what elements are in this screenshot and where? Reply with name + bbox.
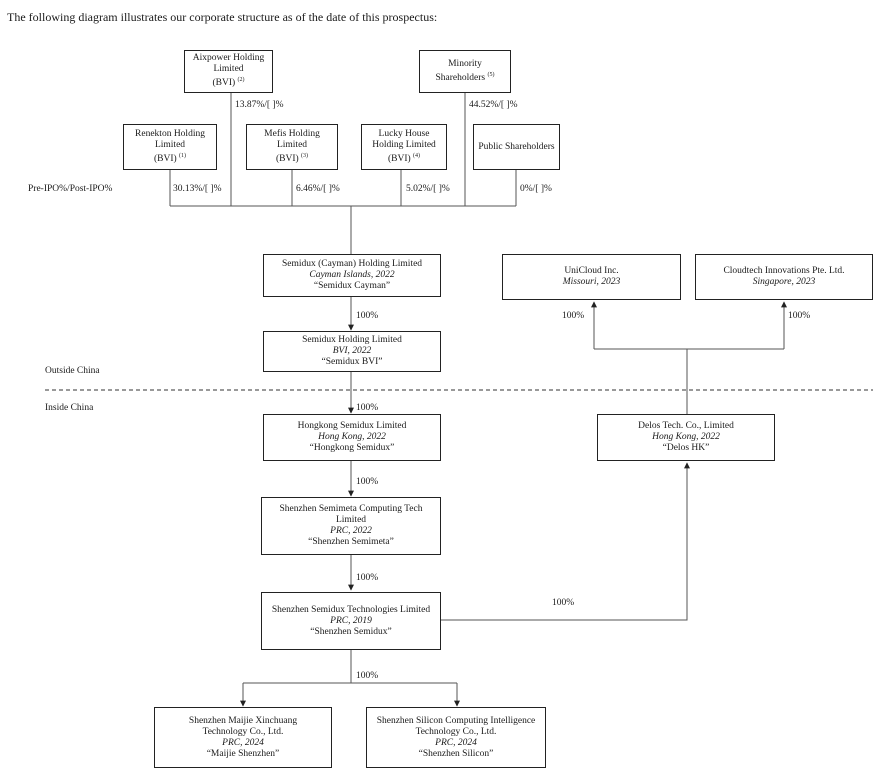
bvi-short: “Semidux BVI” xyxy=(321,357,383,367)
cayman-box: Semidux (Cayman) Holding Limited Cayman … xyxy=(263,254,441,297)
silicon-box: Shenzhen Silicon Computing Intelligence … xyxy=(366,707,546,768)
cayman-name: Semidux (Cayman) Holding Limited xyxy=(281,259,423,269)
silicon-place: PRC, 2024 xyxy=(435,737,477,748)
szsemidux-place: PRC, 2019 xyxy=(330,615,372,626)
pct-szsemidux-delos: 100% xyxy=(552,598,575,608)
hk-short: “Hongkong Semidux” xyxy=(309,443,395,453)
pct-public: 0%/[ ]% xyxy=(520,184,552,194)
maijie-place: PRC, 2024 xyxy=(222,737,264,748)
cloudtech-place: Singapore, 2023 xyxy=(752,277,816,287)
bvi-name: Semidux Holding Limited xyxy=(302,335,402,345)
delos-name: Delos Tech. Co., Limited xyxy=(638,421,734,431)
silicon-short: “Shenzhen Silicon” xyxy=(418,748,494,759)
cayman-short: “Semidux Cayman” xyxy=(313,281,391,291)
minority-note: (5) xyxy=(487,71,495,78)
pct-bvi-hk: 100% xyxy=(356,403,379,413)
lucky-jur: (BVI) xyxy=(387,154,411,165)
pct-minority: 44.52%/[ ]% xyxy=(469,100,518,110)
semimeta-short: “Shenzhen Semimeta” xyxy=(308,537,394,547)
pct-cayman-bvi: 100% xyxy=(356,311,379,321)
lucky-name: Lucky House Holding Limited xyxy=(372,128,436,150)
intro-text: The following diagram illustrates our co… xyxy=(7,10,438,24)
pct-semimeta-szsemidux: 100% xyxy=(356,573,379,583)
public-name: Public Shareholders xyxy=(478,141,555,152)
maijie-name: Shenzhen Maijie Xinchuang Technology Co.… xyxy=(188,715,298,737)
hk-box: Hongkong Semidux Limited Hong Kong, 2022… xyxy=(263,414,441,461)
pct-aixpower: 13.87%/[ ]% xyxy=(235,100,284,110)
pct-delos-cloudtech: 100% xyxy=(788,311,811,321)
cayman-place: Cayman Islands, 2022 xyxy=(309,270,395,280)
maijie-box: Shenzhen Maijie Xinchuang Technology Co.… xyxy=(154,707,332,768)
aixpower-box: Aixpower Holding Limited (BVI) (2) xyxy=(184,50,273,93)
pct-szsemidux-subs: 100% xyxy=(356,671,379,681)
minority-box: Minority Shareholders (5) xyxy=(419,50,511,93)
bvi-box: Semidux Holding Limited BVI, 2022 “Semid… xyxy=(263,331,441,372)
renekton-note: (1) xyxy=(179,152,187,159)
delos-place: Hong Kong, 2022 xyxy=(652,432,720,442)
renekton-box: Renekton Holding Limited (BVI) (1) xyxy=(123,124,217,170)
mefis-note: (3) xyxy=(301,152,309,159)
unicloud-name: UniCloud Inc. xyxy=(564,266,619,276)
aixpower-name: Aixpower Holding Limited xyxy=(192,53,265,75)
mefis-box: Mefis Holding Limited (BVI) (3) xyxy=(246,124,338,170)
inside-china-label: Inside China xyxy=(45,403,94,413)
hk-name: Hongkong Semidux Limited xyxy=(297,421,407,431)
unicloud-box: UniCloud Inc. Missouri, 2023 xyxy=(502,254,681,300)
public-box: Public Shareholders xyxy=(473,124,560,170)
pct-delos-unicloud: 100% xyxy=(562,311,585,321)
semimeta-name: Shenzhen Semimeta Computing Tech Limited xyxy=(279,504,423,525)
aixpower-jur: (BVI) xyxy=(212,78,236,89)
cloudtech-box: Cloudtech Innovations Pte. Ltd. Singapor… xyxy=(695,254,873,300)
szsemidux-box: Shenzhen Semidux Technologies Limited PR… xyxy=(261,592,441,650)
pct-mefis: 6.46%/[ ]% xyxy=(296,184,340,194)
pre-post-ipo-label: Pre-IPO%/Post-IPO% xyxy=(28,184,113,194)
renekton-name: Renekton Holding Limited xyxy=(135,128,205,150)
szsemidux-short: “Shenzhen Semidux” xyxy=(310,626,392,637)
bvi-place: BVI, 2022 xyxy=(332,346,372,356)
pct-renekton: 30.13%/[ ]% xyxy=(173,184,222,194)
pct-lucky: 5.02%/[ ]% xyxy=(406,184,450,194)
hk-place: Hong Kong, 2022 xyxy=(318,432,386,442)
silicon-name: Shenzhen Silicon Computing Intelligence … xyxy=(376,715,536,737)
semimeta-box: Shenzhen Semimeta Computing Tech Limited… xyxy=(261,497,441,555)
delos-short: “Delos HK” xyxy=(662,443,710,453)
aixpower-note: (2) xyxy=(237,77,245,84)
unicloud-place: Missouri, 2023 xyxy=(562,277,621,287)
minority-name: Minority Shareholders xyxy=(435,58,486,84)
cloudtech-name: Cloudtech Innovations Pte. Ltd. xyxy=(723,266,845,276)
outside-china-label: Outside China xyxy=(45,366,100,376)
delos-box: Delos Tech. Co., Limited Hong Kong, 2022… xyxy=(597,414,775,461)
lucky-note: (4) xyxy=(413,152,421,159)
mefis-jur: (BVI) xyxy=(275,154,299,165)
pct-hk-semimeta: 100% xyxy=(356,477,379,487)
semimeta-place: PRC, 2022 xyxy=(330,526,372,536)
szsemidux-name: Shenzhen Semidux Technologies Limited xyxy=(271,604,431,615)
mefis-name: Mefis Holding Limited xyxy=(264,128,320,150)
lucky-box: Lucky House Holding Limited (BVI) (4) xyxy=(361,124,447,170)
renekton-jur: (BVI) xyxy=(153,154,177,165)
maijie-short: “Maijie Shenzhen” xyxy=(206,748,280,759)
